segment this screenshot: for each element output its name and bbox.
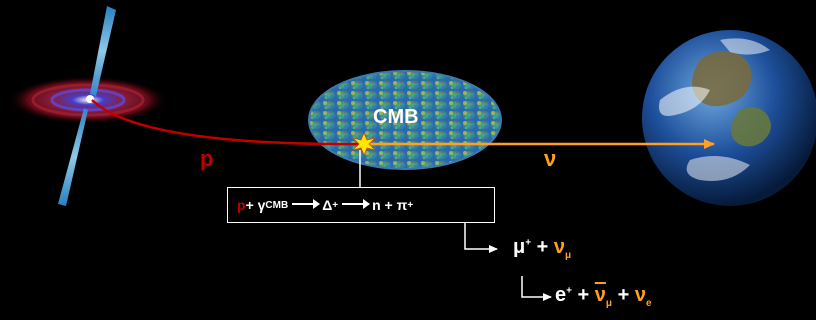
plus-sign: + (612, 284, 635, 306)
earth-globe (642, 30, 816, 206)
electron-neutrino: ν (634, 284, 646, 306)
reaction-arrow-icon (292, 199, 321, 209)
muon-antineutrino: ν (594, 284, 606, 306)
reaction-photon-sub: CMB (265, 199, 289, 211)
plus-sign: + (571, 284, 595, 306)
positron-symbol: e (555, 284, 567, 306)
muon-symbol: μ (513, 236, 526, 258)
reaction-delta-sup: + (332, 199, 339, 211)
decay-arrow-1 (464, 223, 498, 253)
plus-sign: + (531, 236, 554, 258)
proton-label: p (200, 146, 214, 171)
interaction-star-icon (351, 131, 377, 157)
pion-decay-products: μ+ + νμ (513, 236, 571, 261)
reaction-delta: Δ (322, 197, 333, 213)
neutrino-label: ν (544, 146, 557, 171)
cmb-label: CMB (373, 106, 419, 128)
decay-arrow-2 (521, 276, 552, 301)
muon-neutrino-flavor: μ (565, 250, 572, 261)
reaction-pion-sup: + (407, 199, 414, 211)
reaction-proton: p (237, 197, 246, 213)
positron-charge: + (566, 285, 572, 297)
muon-decay-products: e+ + νμ + νe (555, 284, 652, 309)
muon-neutrino: ν (553, 236, 566, 258)
reaction-products: n + π (372, 197, 408, 213)
reaction-arrow-icon (342, 199, 371, 209)
agn-jet-illustration (8, 6, 168, 206)
muon-charge: + (525, 237, 532, 249)
reaction-photon: + γ (245, 197, 266, 213)
electron-neutrino-flavor: e (645, 298, 652, 309)
muon-antineutrino-flavor: μ (605, 298, 613, 309)
proton-trajectory-arrow (91, 99, 367, 149)
